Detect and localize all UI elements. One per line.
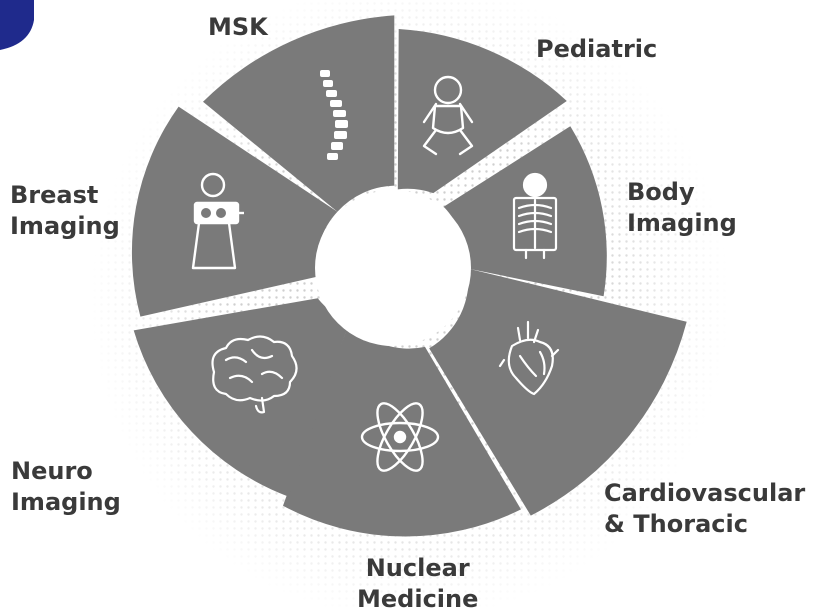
center-hub (315, 190, 471, 346)
mammography-icon (191, 172, 244, 270)
brand-mark-corner (0, 0, 34, 50)
label-nuclear-line1: Nuclear (365, 554, 470, 582)
label-nuclear-line2: Medicine (357, 585, 479, 613)
label-neuro-line1: Neuro (11, 457, 93, 485)
label-pediatric: Pediatric (536, 34, 657, 65)
brain-icon (211, 335, 298, 414)
label-nuclear-medicine: Nuclear Medicine (357, 553, 478, 615)
label-breast-line1: Breast (10, 181, 99, 209)
segment-neuro-imaging (133, 298, 350, 497)
label-msk: MSK (208, 12, 268, 43)
label-neuro-line2: Imaging (11, 488, 121, 516)
segment-pediatric (397, 29, 567, 194)
baby-icon (422, 75, 474, 156)
segment-body-imaging (443, 126, 607, 297)
spine-icon (320, 70, 348, 160)
segment-msk (203, 15, 395, 212)
label-neuro-imaging: Neuro Imaging (11, 456, 121, 518)
segment-cardiovascular-thoracic (429, 268, 687, 516)
label-body-line1: Body (627, 178, 695, 206)
label-breast-imaging: Breast Imaging (10, 180, 120, 242)
label-body-imaging: Body Imaging (627, 177, 737, 239)
label-msk-line1: MSK (208, 13, 268, 41)
chest-xray-icon (512, 172, 558, 260)
atom-icon (360, 402, 440, 472)
label-breast-line2: Imaging (10, 212, 120, 240)
label-cardio-line2: & Thoracic (604, 510, 748, 538)
label-body-line2: Imaging (627, 209, 737, 237)
label-cardiovascular-thoracic: Cardiovascular & Thoracic (604, 478, 805, 540)
label-cardio-line1: Cardiovascular (604, 479, 806, 507)
heart-icon (498, 320, 560, 396)
label-pediatric-line1: Pediatric (536, 35, 658, 63)
segment-nuclear-medicine (283, 322, 521, 537)
